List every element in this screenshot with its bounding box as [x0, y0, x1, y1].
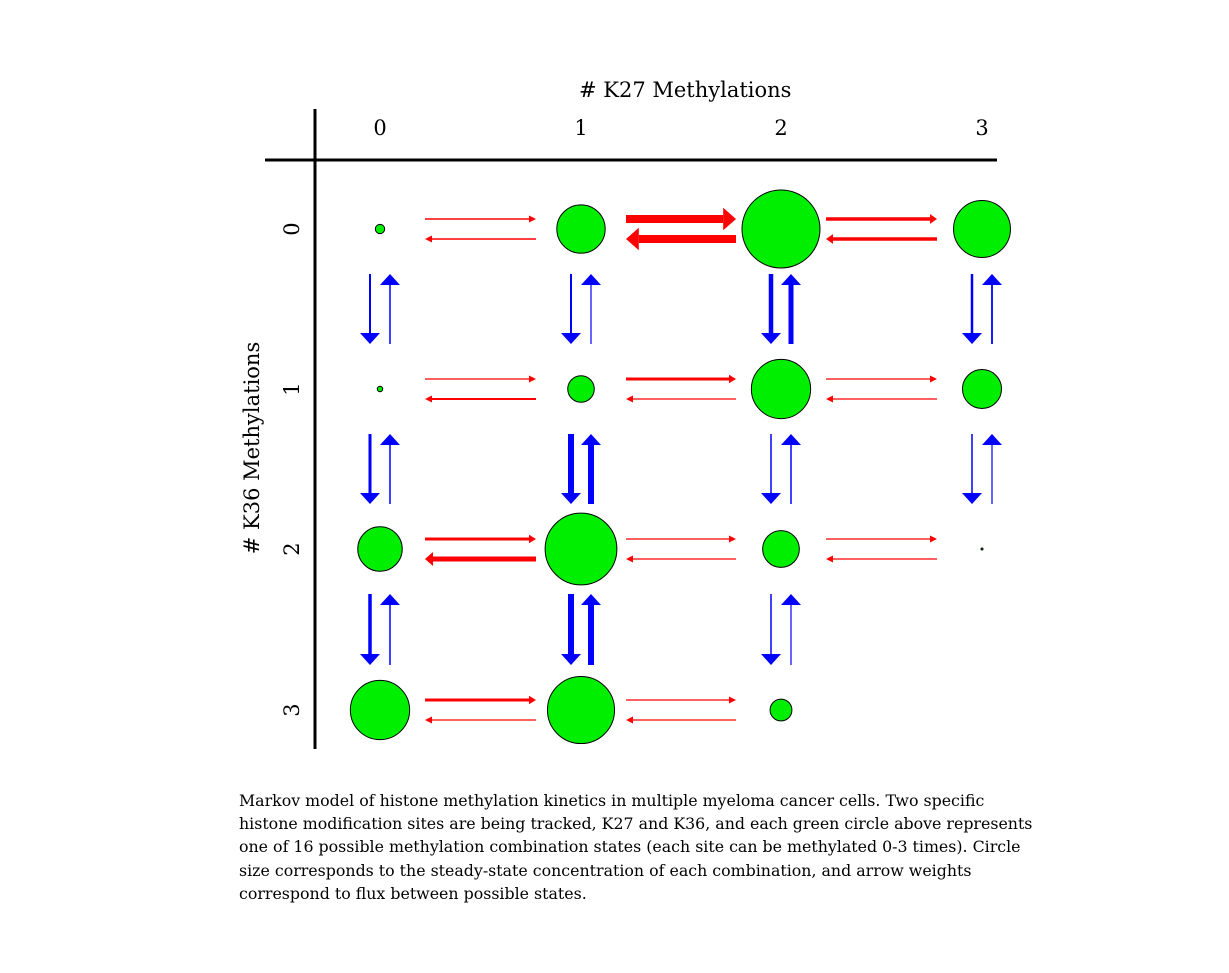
flux-arrows: [360, 207, 1002, 724]
state-circle-k36-2-k27-1: [544, 512, 618, 586]
k27-flux-forward-r1-c0: [425, 375, 536, 383]
k27-flux-reverse-r1-c0: [425, 395, 536, 403]
k27-flux-forward-r1-c2: [826, 375, 937, 383]
k36-flux-forward-c1-r0: [561, 274, 581, 344]
k27-flux-reverse-r1-c1: [626, 395, 736, 403]
k36-tick-3: 3: [280, 703, 304, 717]
state-circle-k36-0-k27-1: [556, 204, 606, 254]
k27-flux-reverse-r2-c1: [626, 555, 736, 563]
k36-flux-reverse-c1-r0: [581, 274, 601, 344]
state-circle-k36-2-k27-3: [980, 547, 984, 551]
figure-caption: Markov model of histone methylation kine…: [239, 791, 1033, 903]
state-circle-k36-3-k27-1: [546, 675, 616, 745]
k36-tick-1: 1: [280, 382, 304, 396]
k27-flux-reverse-r0-c2: [826, 234, 937, 244]
state-circle-k36-0-k27-3: [953, 200, 1011, 258]
state-circle-k36-1-k27-3: [962, 369, 1002, 409]
k36-flux-reverse-c1-r1: [581, 434, 601, 504]
k27-flux-forward-r0-c2: [826, 214, 937, 224]
k27-flux-forward-r3-c1: [626, 696, 736, 704]
k36-flux-reverse-c2-r1: [781, 434, 801, 504]
k27-flux-forward-r0-c1: [626, 207, 736, 231]
state-circle-k36-3-k27-2: [769, 698, 793, 722]
k36-flux-reverse-c2-r0: [781, 274, 801, 344]
state-circle-k36-1-k27-0: [376, 385, 384, 393]
k36-flux-forward-c2-r2: [761, 594, 781, 665]
state-circle-k36-0-k27-0: [374, 223, 386, 235]
k36-flux-forward-c0-r1: [360, 434, 380, 504]
state-circle-k36-3-k27-0: [349, 679, 411, 741]
state-circles: [349, 189, 1011, 745]
k27-axis-title: # K27 Methylations: [579, 78, 792, 102]
k27-flux-reverse-r0-c1: [626, 227, 736, 251]
k36-axis-title: # K36 Methylations: [240, 341, 264, 555]
k36-flux-reverse-c0-r0: [380, 274, 400, 344]
k27-tick-1: 1: [574, 116, 588, 140]
k36-tick-0: 0: [280, 222, 304, 236]
k27-tick-0: 0: [373, 116, 387, 140]
k36-flux-reverse-c3-r0: [982, 274, 1002, 344]
k27-flux-reverse-r3-c0: [425, 716, 536, 724]
k36-flux-forward-c0-r2: [360, 594, 380, 665]
k27-flux-reverse-r3-c1: [626, 716, 736, 724]
k36-flux-forward-c1-r2: [561, 594, 581, 665]
k27-flux-reverse-r1-c2: [826, 395, 937, 403]
k36-flux-reverse-c0-r1: [380, 434, 400, 504]
k36-flux-reverse-c1-r2: [581, 594, 601, 665]
k36-flux-forward-c3-r1: [962, 434, 982, 504]
k27-flux-forward-r0-c0: [425, 215, 536, 223]
k36-flux-reverse-c2-r2: [781, 594, 801, 665]
k36-flux-forward-c0-r0: [360, 274, 380, 344]
k36-flux-forward-c3-r0: [962, 274, 982, 344]
k36-flux-reverse-c0-r2: [380, 594, 400, 665]
k27-flux-forward-r2-c0: [425, 534, 536, 544]
k36-flux-forward-c2-r0: [761, 274, 781, 344]
k27-tick-3: 3: [975, 116, 989, 140]
k36-flux-forward-c1-r1: [561, 434, 581, 504]
k36-flux-forward-c2-r1: [761, 434, 781, 504]
k27-flux-forward-r2-c2: [826, 535, 937, 543]
k27-flux-forward-r1-c1: [626, 374, 736, 384]
k27-flux-forward-r2-c1: [626, 535, 736, 543]
state-circle-k36-2-k27-0: [357, 526, 403, 572]
state-circle-k36-0-k27-2: [741, 189, 821, 269]
k27-tick-2: 2: [774, 116, 788, 140]
k36-tick-2: 2: [280, 542, 304, 556]
k27-flux-reverse-r0-c0: [425, 235, 536, 243]
k36-flux-reverse-c3-r1: [982, 434, 1002, 504]
k27-flux-forward-r3-c0: [425, 695, 536, 705]
state-circle-k36-1-k27-1: [567, 375, 595, 403]
k27-flux-reverse-r2-c0: [425, 552, 536, 566]
state-circle-k36-1-k27-2: [750, 358, 812, 420]
state-circle-k36-2-k27-2: [762, 530, 800, 568]
k27-flux-reverse-r2-c2: [826, 555, 937, 563]
